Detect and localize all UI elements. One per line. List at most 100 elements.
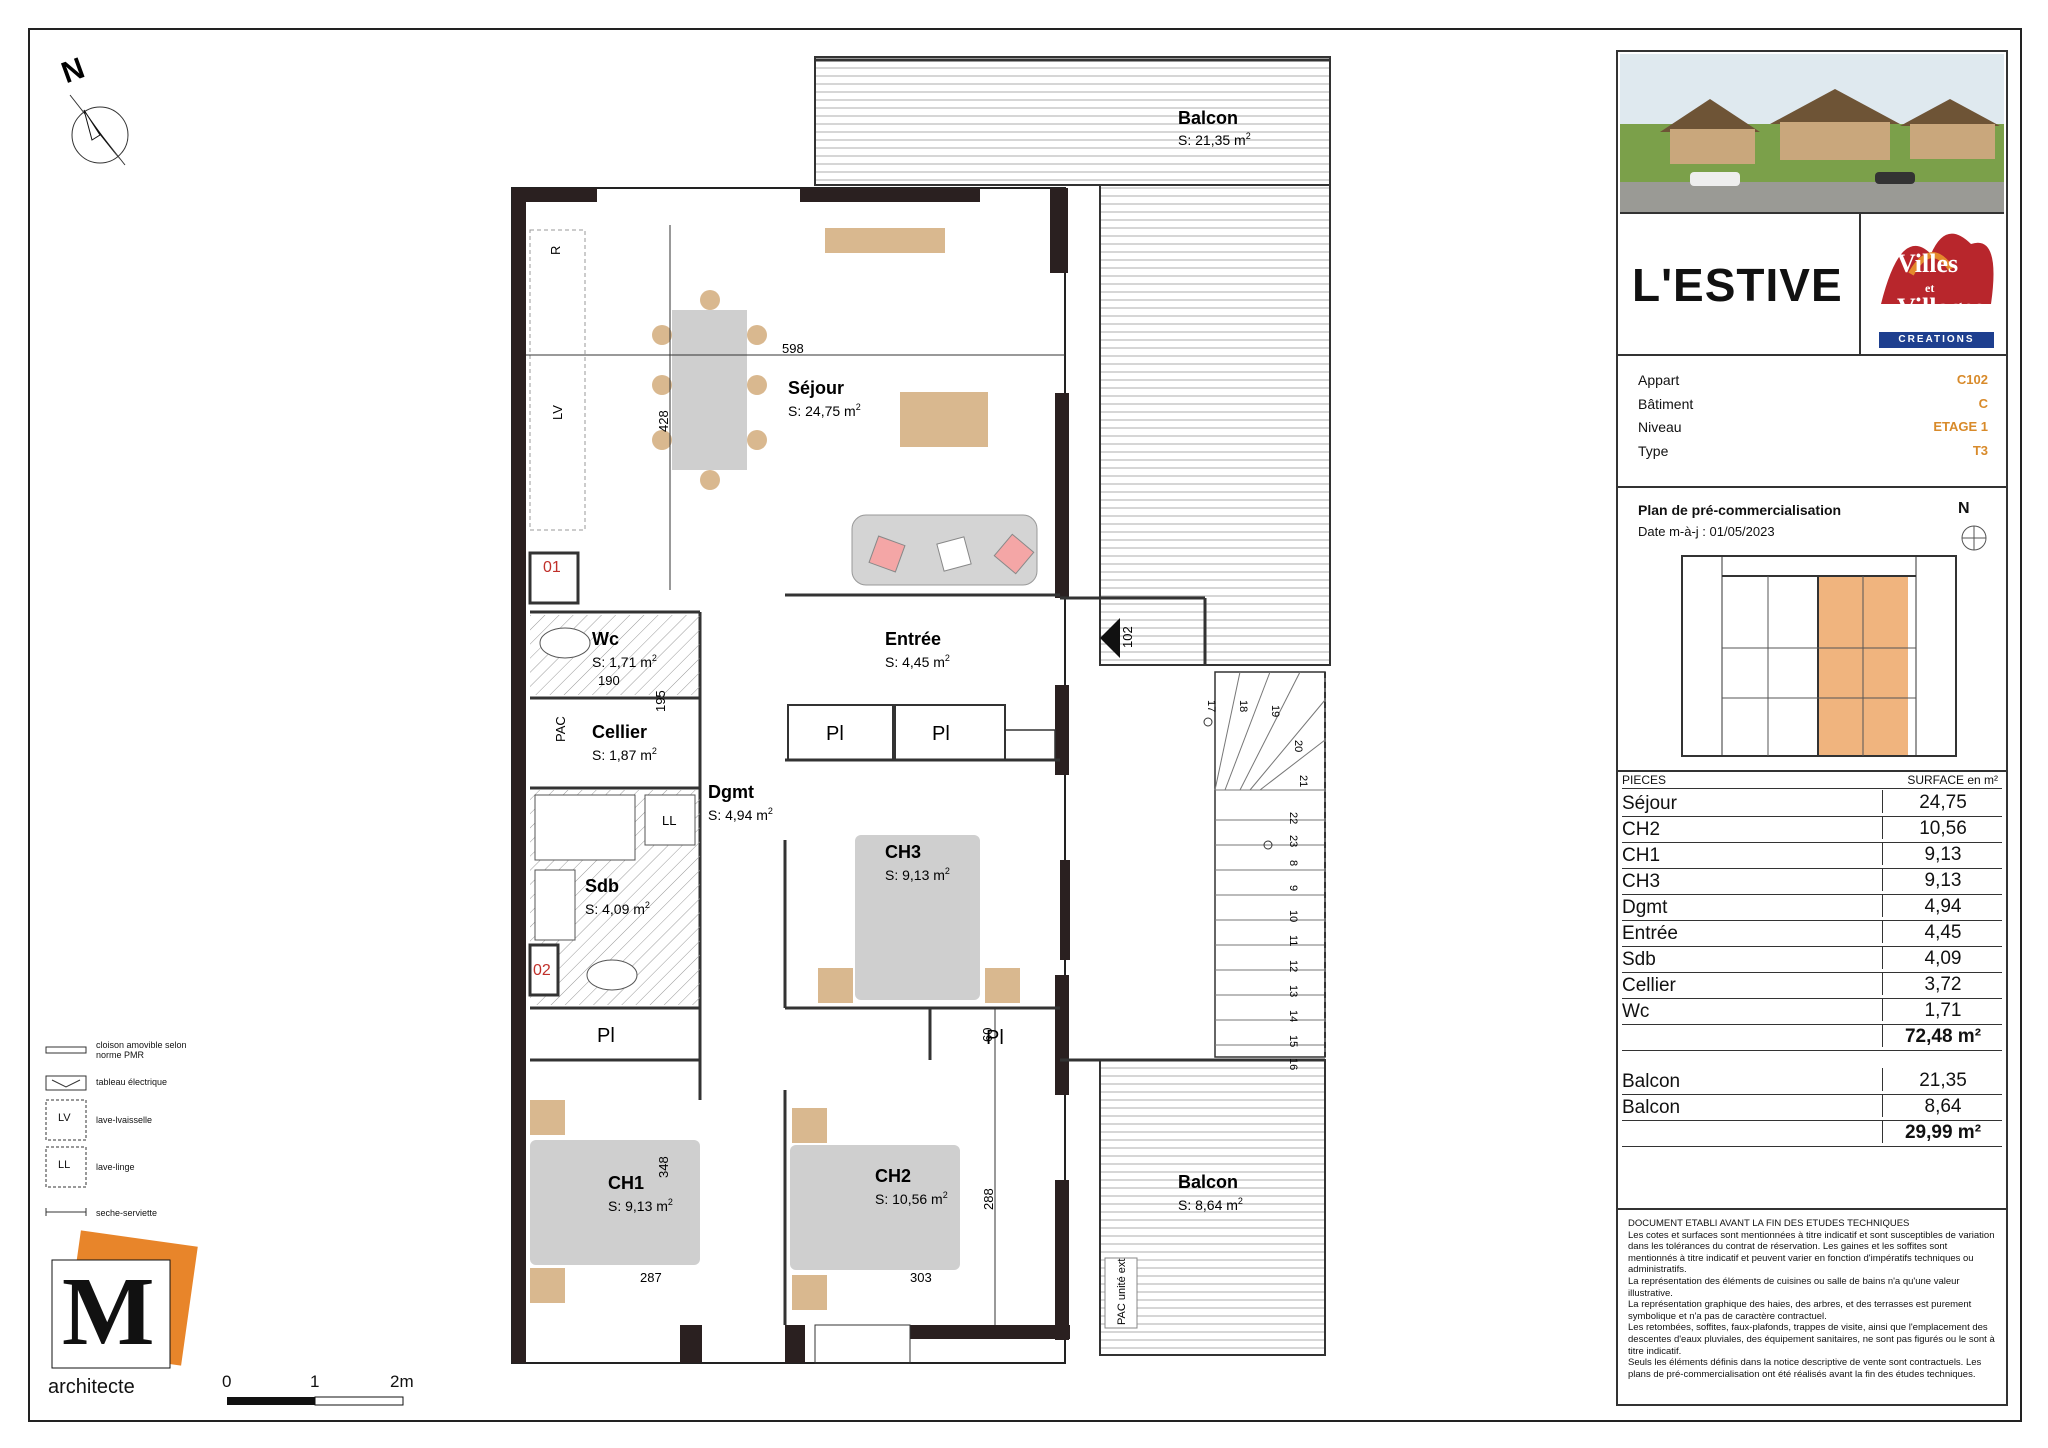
cartouche-panel: L'ESTIVE Villes et Villages CREATIONS Ap… (1616, 50, 2008, 1406)
room-dgmt-name: Dgmt (708, 782, 754, 802)
room-row-name: Balcon (1622, 1071, 1681, 1092)
washbasin (534, 869, 576, 941)
stair-number: 8 (1287, 860, 1299, 866)
col-pieces: PIECES (1622, 773, 1667, 787)
stair-number: 21 (1297, 775, 1309, 787)
staircase (1203, 671, 1326, 1058)
wc-toilet (539, 627, 591, 659)
villes-villages-logo: Villes et Villages CREATIONS (1859, 214, 2008, 354)
room-balcon-bottom-name: Balcon (1178, 1172, 1238, 1192)
stair-number: 20 (1292, 740, 1304, 752)
dim-190: 190 (598, 673, 620, 688)
dimension-lines (526, 225, 1065, 1325)
placard-2 (894, 704, 1006, 761)
room-entree-area: S: 4,45 m2 (885, 653, 950, 670)
dining-table (672, 310, 747, 470)
room-ch3-area: S: 9,13 m2 (885, 866, 950, 883)
keyplan-date: Date m-à-j : 01/05/2023 (1638, 524, 1775, 539)
label-door-102: 102 (1120, 626, 1135, 648)
room-row: Sdb 4,09 (1622, 946, 2002, 973)
room-row-name: Dgmt (1622, 897, 1668, 918)
scale-two: 2m (390, 1372, 414, 1391)
room-ch3-name: CH3 (885, 842, 921, 862)
logo-line-2: et (1925, 281, 1935, 295)
dim-195: 195 (653, 690, 668, 712)
legend-text-lv: lave-lvaisselle (96, 1115, 153, 1125)
room-row-name: Cellier (1622, 975, 1676, 996)
label-pl-3: Pl (597, 1025, 615, 1047)
label-m02: 02 (533, 962, 551, 979)
project-title-row: L'ESTIVE Villes et Villages CREATIONS (1618, 214, 2006, 356)
balcony-row: Balcon 21,35 (1622, 1068, 2002, 1095)
north-label: N (57, 52, 89, 90)
stair-number: 15 (1287, 1035, 1299, 1047)
room-row-surface: 21,35 (1882, 1068, 2003, 1091)
room-row-name: CH1 (1622, 845, 1661, 866)
stair-number: 18 (1237, 700, 1249, 712)
stair-number: 11 (1287, 935, 1299, 946)
exterior-walls (512, 188, 1070, 1363)
dim-60: 60 (980, 1028, 995, 1042)
info-appart-value: C102 (1956, 372, 1988, 387)
info-niveau-value: ETAGE 1 (1933, 419, 1988, 434)
plan-marker-01 (528, 551, 580, 605)
room-balcon-bottom-area: S: 8,64 m2 (1178, 1196, 1243, 1213)
info-type-value: T3 (1972, 443, 1988, 458)
placard-1 (787, 704, 894, 761)
north-arrow-icon (69, 94, 129, 166)
label-r: R (548, 246, 563, 255)
info-appart: Appart C102 (1638, 372, 1988, 392)
room-row-surface: 24,75 (1882, 790, 2003, 813)
stair-number: 9 (1287, 885, 1299, 891)
scale-bar (227, 1396, 404, 1406)
balcony-right-deck (1099, 184, 1331, 666)
ch1-bed (530, 1140, 700, 1265)
label-pl-2: Pl (932, 723, 950, 745)
building-render-image (1620, 54, 2004, 214)
keyplan-north: N (1958, 500, 1970, 517)
room-row-name: Sdb (1622, 949, 1656, 970)
room-balcon-top-name: Balcon (1178, 108, 1238, 128)
room-row-surface: 4,94 (1882, 894, 2003, 917)
shower (534, 794, 636, 861)
keyplan-title: Plan de pré-commercialisation (1638, 502, 1842, 518)
room-cellier-name: Cellier (592, 722, 647, 742)
label-pac-ext: PAC unité ext (1116, 1259, 1128, 1325)
sejour-buffet (825, 228, 945, 253)
label-ll: LL (662, 813, 676, 828)
legend-symbols (45, 1046, 87, 1216)
room-row-surface: 72,48 m² (1882, 1024, 2003, 1047)
room-entree-name: Entrée (885, 629, 941, 649)
dim-348: 348 (656, 1156, 671, 1178)
col-surface: SURFACE en m² (1907, 773, 1998, 787)
keyplan-drawing (1681, 525, 1987, 757)
logo-line-3: Villages (1897, 293, 1985, 322)
nightstands (530, 968, 1020, 1310)
room-row-name: Balcon (1622, 1097, 1681, 1118)
room-row-name: Entrée (1622, 923, 1678, 944)
info-appart-label: Appart (1638, 372, 1680, 388)
room-ch2-area: S: 10,56 m2 (875, 1190, 948, 1207)
logo-text: Villes et Villages (1897, 251, 1984, 321)
room-row-surface: 4,09 (1882, 946, 2003, 969)
room-sejour-name: Séjour (788, 378, 844, 398)
room-row-name: CH2 (1622, 819, 1661, 840)
sofa-pillows (868, 533, 1035, 575)
room-sdb-name: Sdb (585, 876, 619, 896)
room-balcon-top-area: S: 21,35 m2 (1178, 131, 1251, 148)
logo-line-1: Villes (1897, 249, 1959, 278)
plan-marker-02 (528, 943, 560, 997)
room-sdb-area: S: 4,09 m2 (585, 900, 650, 917)
stair-number: 12 (1287, 960, 1299, 972)
ch3-bed (855, 835, 980, 1000)
room-cellier-area: S: 1,87 m2 (592, 746, 657, 763)
